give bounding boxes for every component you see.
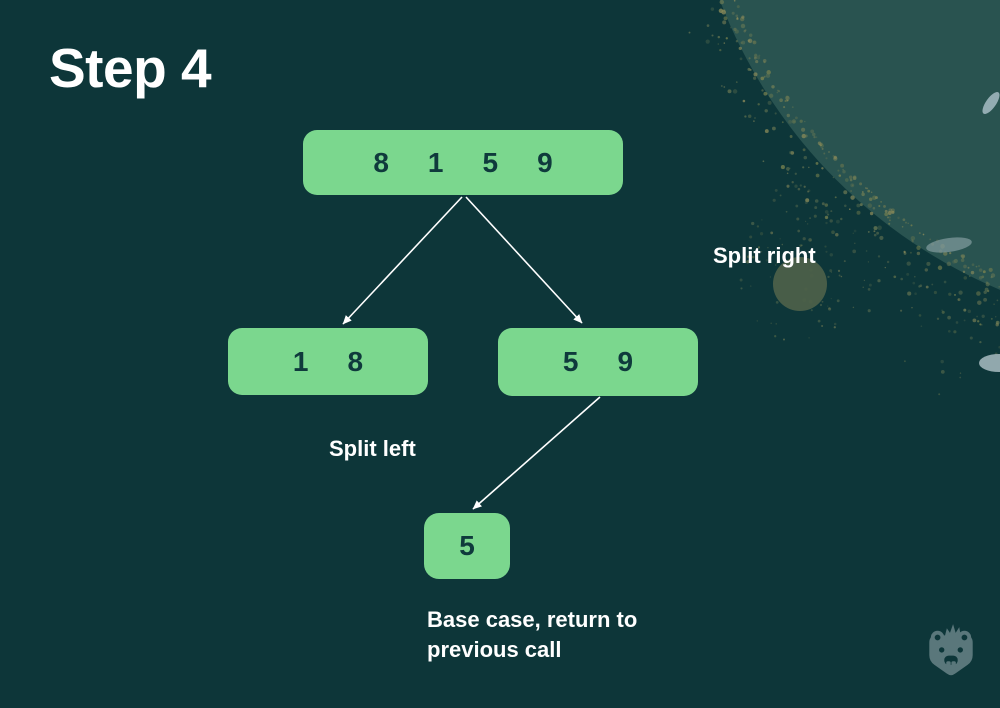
label-base-case-line2: previous call — [427, 637, 562, 662]
tree-node-right: 5 9 — [498, 328, 698, 396]
planet-highlight-streak — [982, 91, 1000, 115]
label-base-case: Base case, return to previous call — [427, 605, 637, 665]
step-title: Step 4 — [49, 37, 212, 99]
node-value: 5 — [459, 530, 475, 561]
arrow-root-to-left — [342, 196, 463, 325]
mascot-tooth-left — [946, 661, 951, 671]
edge-moon-highlight — [979, 354, 1000, 372]
node-value: 5 — [562, 346, 579, 377]
mascot-eye-right — [957, 647, 963, 653]
speckle-band — [688, 0, 1000, 396]
node-value: 8 — [347, 345, 364, 377]
tree-node-leaf: 5 — [424, 513, 510, 579]
mascot-hair — [944, 624, 961, 637]
node-value: 8 — [373, 146, 389, 178]
mascot-ear-hole-left — [934, 634, 941, 641]
node-value: 9 — [617, 346, 634, 377]
planet-highlight-streak — [926, 237, 972, 253]
label-split-left: Split left — [329, 436, 416, 461]
beaver-mascot-icon — [929, 624, 973, 676]
label-split-right: Split right — [713, 243, 816, 268]
mascot-tooth-right — [951, 661, 956, 671]
mascot-head — [929, 635, 973, 676]
node-value: 9 — [537, 146, 553, 178]
arrow-right-to-leaf — [472, 396, 601, 510]
label-base-case-line1: Base case, return to — [427, 607, 638, 632]
arrow-root-to-right — [465, 196, 583, 324]
node-value: 1 — [292, 345, 309, 377]
planet-circle — [719, 0, 1000, 290]
mascot-eye-left — [939, 647, 945, 653]
mascot-ear-hole-right — [961, 634, 968, 641]
tree-node-root: 8 1 5 9 — [303, 130, 623, 195]
node-value: 1 — [427, 146, 444, 178]
node-value: 5 — [482, 146, 499, 178]
tree-node-left: 1 8 — [228, 328, 428, 395]
